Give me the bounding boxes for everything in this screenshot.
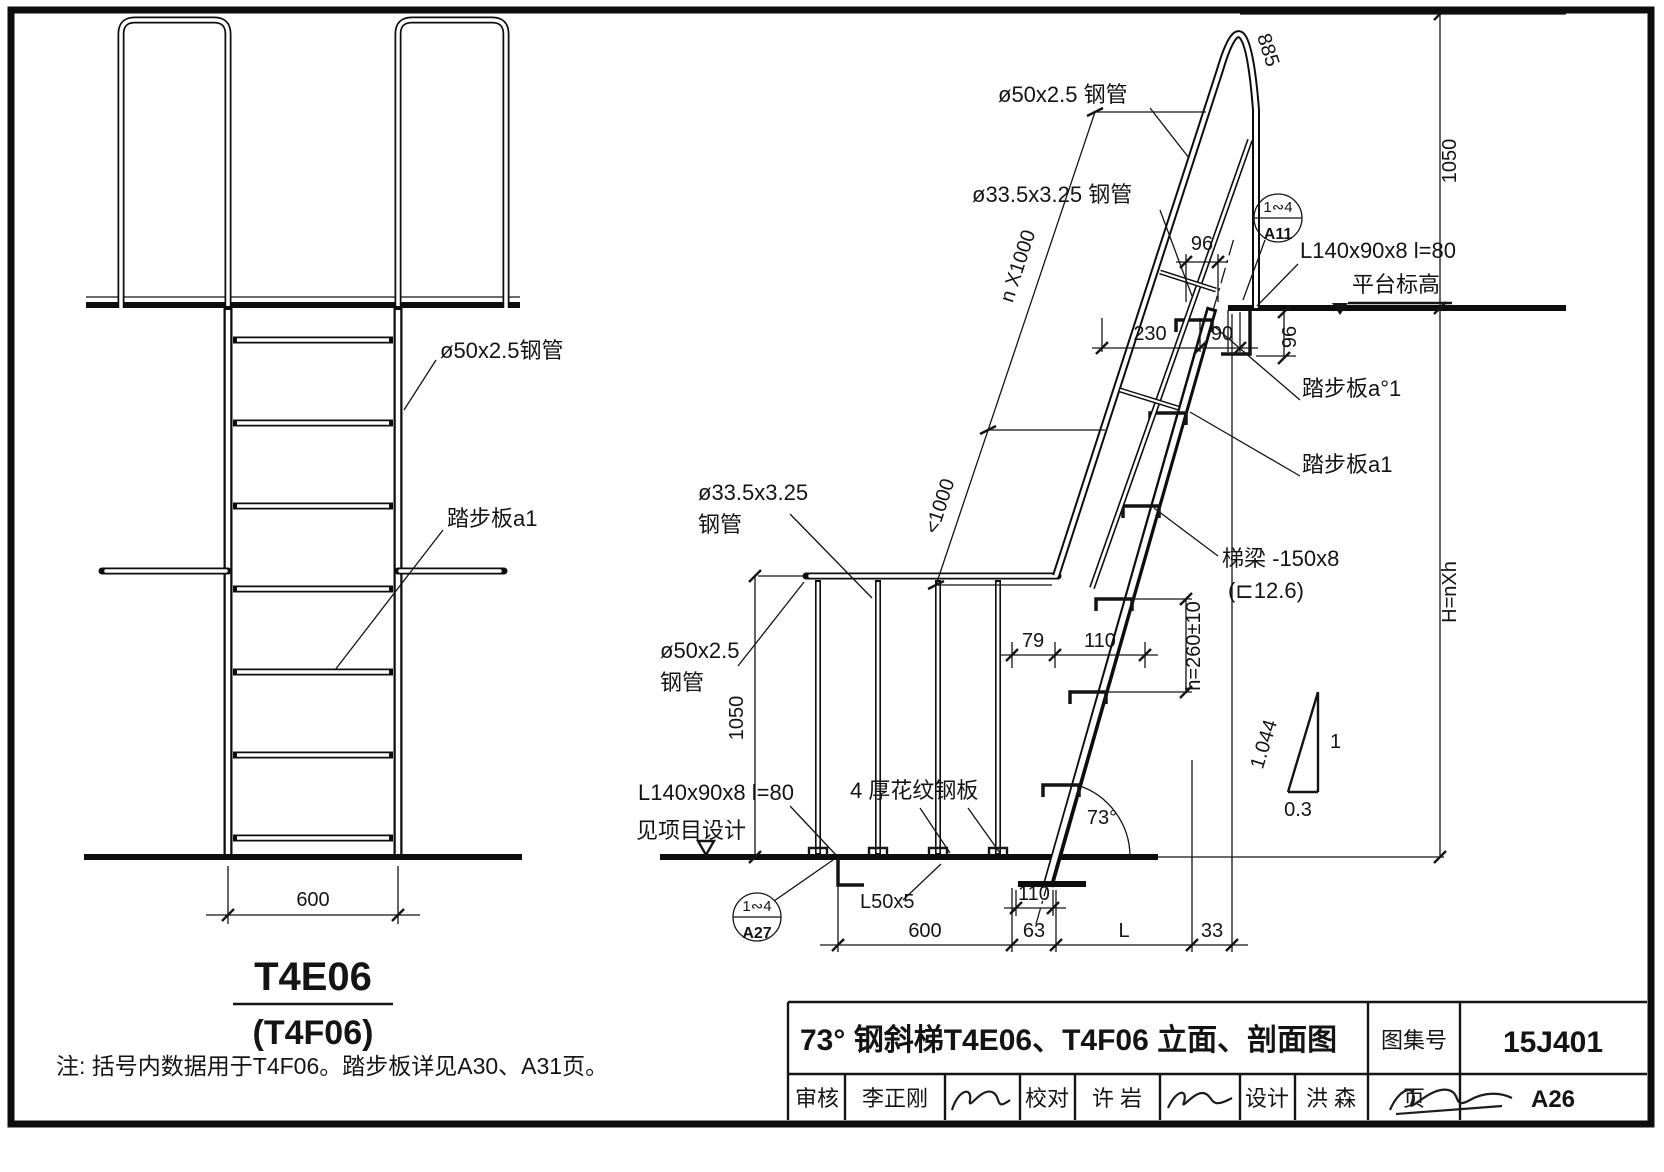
stringer-label-2: (⊏12.6) (1228, 578, 1304, 603)
dim-230-text: 230 (1133, 323, 1166, 345)
sheet-title: 73° 钢斜梯T4E06、T4F06 立面、剖面图 (800, 1023, 1337, 1057)
signature-scribble (950, 1090, 1011, 1111)
designer-label: 设计 (1245, 1086, 1289, 1111)
guardrail (802, 572, 1062, 857)
pipe50-top-label: ø50x2.5 钢管 (998, 82, 1128, 107)
left-view: 600 ø50x2.5钢管 踏步板a1 T4E06 (T4F06) (84, 16, 564, 1052)
callout-a27: 1∾4 A27 (732, 859, 834, 942)
dim-110-mid-text: 110 (1084, 630, 1116, 652)
elevation-mark-icon (1332, 303, 1348, 315)
dim-79-text: 79 (1022, 630, 1044, 652)
dim-1050-left: 1050 (726, 569, 806, 864)
signature-scribble (1166, 1091, 1233, 1109)
dim-33-text: 33 (1201, 920, 1223, 942)
pipe33-left-label-1: ø33.5x3.25 (698, 480, 808, 505)
dim-1050-right-text: 1050 (1439, 139, 1461, 184)
dim-96-side-text: 96 (1279, 326, 1301, 348)
dim-600-front: 600 (296, 889, 329, 911)
dim-96-top: 96 (1176, 233, 1228, 302)
designer-name: 洪 森 (1306, 1086, 1356, 1111)
right-view-labels: ø50x2.5 钢管 ø33.5x3.25 钢管 L140x90x8 l=80 … (636, 82, 1456, 913)
left-view-subtitle: (T4F06) (253, 1014, 374, 1052)
inclined-handrail (1052, 30, 1260, 589)
tread-label: 踏步板a1 (1302, 452, 1392, 477)
pipe50-left-label-2: 钢管 (660, 670, 704, 695)
sheet-frame (7, 6, 1655, 1128)
checker-plate-label: 4 厚花纹钢板 (850, 778, 978, 803)
dim-H-text: H=nXh (1439, 561, 1461, 623)
callout-a27-top-text: 1∾4 (742, 898, 771, 915)
dim-63-text: 63 (1023, 920, 1045, 942)
platform-elevation-label: 平台标高 (1352, 272, 1440, 297)
dim-885-text: 885 (1252, 31, 1283, 70)
platform-angle (1221, 310, 1252, 356)
left-view-title: T4E06 (254, 955, 372, 999)
dim-90-text: 90 (1211, 323, 1233, 345)
left-view-width-dim: 600 (206, 866, 420, 924)
dim-600-text: 600 (908, 920, 941, 942)
l50-label: L50x5 (860, 891, 915, 913)
dim-96-top-text: 96 (1191, 233, 1213, 255)
callout-a27-no-text: A27 (742, 925, 771, 942)
dim-79-110: 79 110 (1000, 630, 1158, 668)
dim-lt1000-text: <1000 (921, 476, 959, 536)
l140-bottom-label: L140x90x8 l=80 (638, 780, 794, 805)
reviewer-label: 审核 (795, 1086, 839, 1111)
angle-73: 73° (1076, 784, 1131, 858)
callout-a11: 1∾4 A11 (1242, 193, 1303, 301)
l140-top-label: L140x90x8 l=80 (1300, 238, 1456, 263)
dim-L-text: L (1118, 920, 1129, 942)
level-mark-icon (695, 839, 717, 858)
slope-v-text: 1 (1330, 731, 1341, 753)
dim-h260: h=260±10 (1108, 592, 1205, 699)
dim-1050-left-text: 1050 (726, 696, 748, 741)
dim-1050-right: 1050 H=nXh (1433, 7, 1461, 864)
pipe33-top-label: ø33.5x3.25 钢管 (972, 182, 1132, 207)
dim-110-base: 110 (1004, 883, 1066, 916)
reviewer-name: 李正刚 (862, 1086, 928, 1111)
checker-label: 校对 (1025, 1086, 1069, 1111)
callout-a11-top-text: 1∾4 (1263, 199, 1292, 216)
page-number: A26 (1531, 1086, 1575, 1113)
callout-a11-no-text: A11 (1264, 226, 1293, 243)
tread-top-label: 踏步板a°1 (1302, 376, 1401, 401)
pipe-label-front: ø50x2.5钢管 (440, 338, 564, 363)
checker-name: 许 岩 (1092, 1086, 1142, 1111)
title-block: 73° 钢斜梯T4E06、T4F06 立面、剖面图 图集号 15J401 审核 … (786, 1000, 1647, 1120)
dim-h260-text: h=260±10 (1183, 601, 1205, 690)
signature-scribble (1388, 1088, 1513, 1116)
dim-bottom-row: 600 63 L 33 (820, 862, 1248, 952)
slope-triangle: 1 0.3 1.044 (1246, 691, 1341, 821)
ground-angle (836, 857, 864, 887)
dim-110-base-text: 110 (1018, 883, 1050, 905)
stringer-label-1: 梯梁 -150x8 (1222, 546, 1339, 571)
atlas-number: 15J401 (1503, 1026, 1603, 1059)
slope-h-text: 0.3 (1284, 799, 1312, 821)
angle-73-text: 73° (1087, 807, 1117, 829)
pipe50-left-label-1: ø50x2.5 (660, 638, 740, 663)
left-view-treads (233, 336, 393, 842)
dim-96-side: 96 (1256, 305, 1301, 365)
sheet-note: 注: 括号内数据用于T4F06。踏步板详见A30、A31页。 (56, 1053, 608, 1079)
project-design-label: 见项目设计 (636, 818, 746, 843)
tread-label-front: 踏步板a1 (447, 506, 537, 531)
atlas-label: 图集号 (1381, 1028, 1447, 1053)
pipe33-left-label-2: 钢管 (698, 512, 742, 537)
right-view: 1050 H=nXh 96 230 90 96 (636, 7, 1566, 952)
slope-hyp-text: 1.044 (1246, 717, 1282, 771)
